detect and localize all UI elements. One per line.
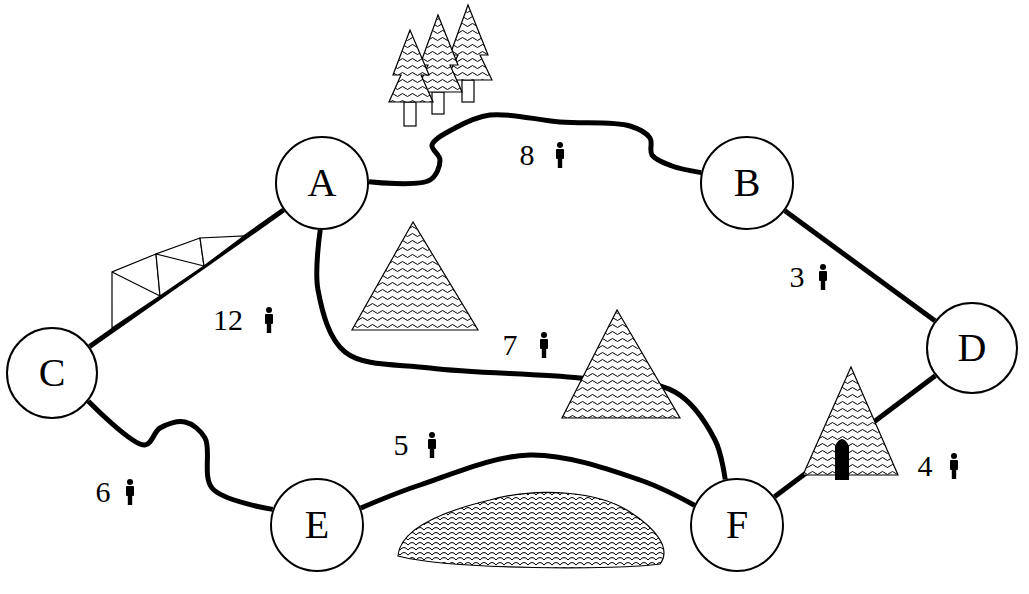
person-icon <box>126 479 134 505</box>
town-letter: D <box>958 328 987 368</box>
town-circle: D <box>926 302 1018 394</box>
distance-number: 8 <box>518 140 537 170</box>
person-icon <box>950 453 958 479</box>
town-circle: F <box>690 478 784 572</box>
road <box>88 401 272 509</box>
person-icon <box>556 142 564 168</box>
town-letter: E <box>305 505 329 545</box>
town-circle: A <box>275 136 369 230</box>
road <box>90 210 284 346</box>
tree <box>389 30 433 126</box>
road <box>317 230 725 480</box>
person-icon <box>819 264 827 290</box>
person-icon <box>428 432 436 458</box>
road <box>785 211 935 321</box>
tunnel-mountain <box>803 367 898 475</box>
town-letter: A <box>308 163 337 203</box>
distance-number: 12 <box>211 305 245 335</box>
tunnel <box>835 439 849 480</box>
distance-number: 3 <box>788 262 807 292</box>
lake <box>398 492 664 567</box>
mountain <box>562 310 680 418</box>
distance-number: 4 <box>916 451 935 481</box>
mountain <box>352 222 478 330</box>
road <box>369 115 701 184</box>
distance-number: 5 <box>392 430 411 460</box>
person-icon <box>265 307 273 333</box>
person-icon <box>540 332 548 358</box>
town-letter: C <box>39 353 66 393</box>
town-circle: B <box>700 136 794 230</box>
forest <box>389 5 492 126</box>
distance-number: 7 <box>501 330 520 360</box>
town-circle: E <box>270 478 364 572</box>
town-letter: B <box>734 163 761 203</box>
town-letter: F <box>726 505 748 545</box>
town-circle: C <box>6 327 98 419</box>
distance-number: 6 <box>94 477 113 507</box>
